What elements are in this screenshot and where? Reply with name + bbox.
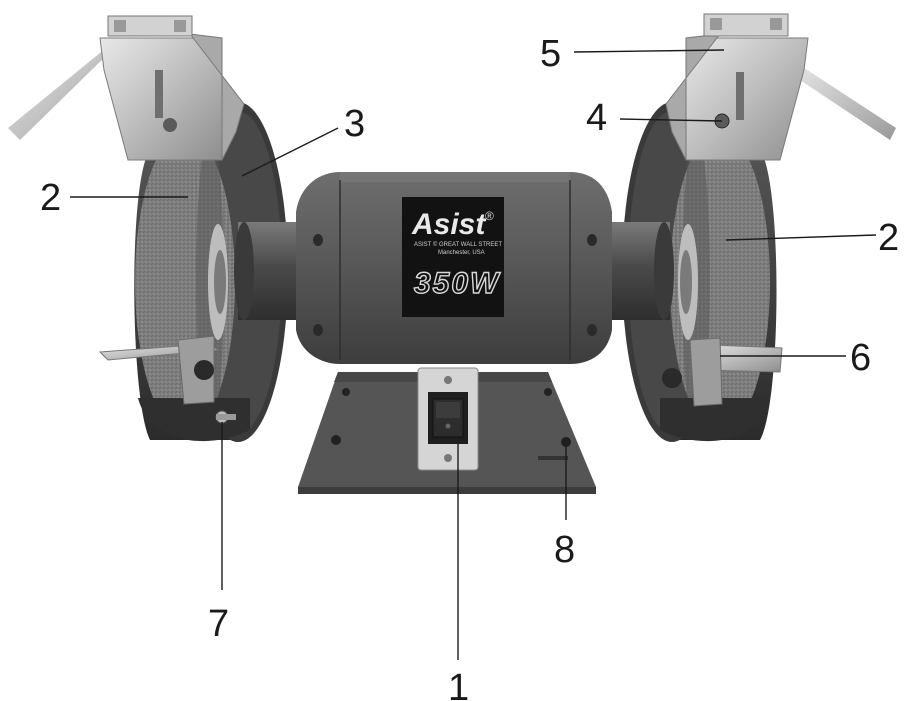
leader-5 [573,49,725,53]
address-line-2: Manchester, USA [438,250,485,256]
leader-3 [241,127,339,177]
leader-4 [619,118,723,122]
power-switch[interactable] [417,367,479,471]
right-shaft [606,222,674,320]
callout-7: 7 [208,603,229,645]
callout-5: 5 [540,33,561,75]
left-shaft [234,222,300,320]
left-eye-shield [8,15,245,161]
callout-8: 8 [554,529,575,571]
callout-6: 6 [850,337,871,379]
brand-logo-text: Asist [411,208,487,241]
registered-mark: ® [485,209,494,223]
left-tool-rest [98,335,220,405]
right-tool-rest [662,337,783,407]
right-eye-shield [665,13,896,161]
callout-3: 3 [344,103,365,145]
leader-2-right [725,234,877,241]
mounting-hole [331,435,341,445]
callout-numbers: 1 2 2 3 4 5 6 7 8 [40,33,899,701]
address-line-1: ASIST © GREAT WALL STREET [414,241,502,248]
callout-4: 4 [586,97,607,139]
callout-leaders [70,49,877,660]
callout-2-left: 2 [40,177,61,219]
power-rating: 350W [414,267,501,300]
callout-2-right: 2 [878,217,899,259]
callout-1: 1 [448,667,469,701]
mounting-hole [544,388,552,396]
right-lower-guard [660,398,770,442]
mounting-hole-8 [561,437,571,447]
mounting-hole [342,388,350,396]
brand-label-plate: Asist ® ASIST © GREAT WALL STREET Manche… [402,197,504,317]
